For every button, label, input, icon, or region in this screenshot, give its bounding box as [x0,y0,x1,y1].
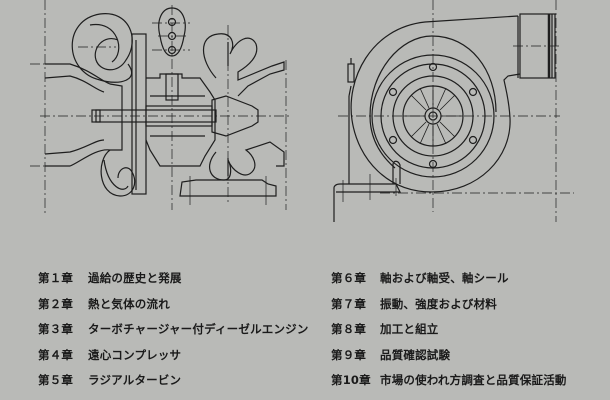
chapter-title: 加工と組立 [380,322,439,336]
chapter-title: 過給の歴史と発展 [88,271,182,285]
table-of-contents: 第１章過給の歴史と発展 第２章熱と気体の流れ 第３章ターボチャージャー付ディーゼ… [0,268,610,400]
chapter-title: 遠心コンプレッサ [88,347,182,362]
toc-item: 第７章振動、強度および材料 [331,294,567,320]
toc-item: 第２章熱と気体の流れ [38,294,309,320]
toc-item: 第10章市場の使われ方調査と品質保証活動 [331,370,567,396]
chapter-title: 振動、強度および材料 [380,296,497,311]
chapter-number: 第９章 [331,347,367,362]
turbocharger-section-drawing [30,0,292,216]
turbocharger-front-view-drawing [333,0,574,222]
chapter-number: 第10章 [331,373,371,387]
toc-item: 第３章ターボチャージャー付ディーゼルエンジン [38,319,309,345]
chapter-title: 市場の使われ方調査と品質保証活動 [380,373,567,387]
toc-item: 第８章加工と組立 [331,319,567,345]
chapter-number: 第４章 [38,347,74,362]
chapter-title: 軸および軸受、軸シール [380,271,509,285]
toc-item: 第６章軸および軸受、軸シール [331,268,567,294]
chapter-title: ラジアルタービン [88,373,182,387]
chapter-number: 第８章 [331,322,367,336]
chapter-number: 第７章 [331,296,367,311]
chapter-title: 品質確認試験 [380,347,451,362]
chapter-number: 第１章 [38,271,74,285]
chapter-number: 第３章 [38,322,74,336]
toc-item: 第５章ラジアルタービン [38,370,309,396]
chapter-number: 第６章 [331,271,367,285]
toc-item: 第９章品質確認試験 [331,345,567,371]
toc-column-left: 第１章過給の歴史と発展 第２章熱と気体の流れ 第３章ターボチャージャー付ディーゼ… [38,268,309,396]
chapter-title: ターボチャージャー付ディーゼルエンジン [88,322,309,336]
toc-item: 第１章過給の歴史と発展 [38,268,309,294]
toc-item: 第４章遠心コンプレッサ [38,345,309,371]
turbocharger-drawings [30,0,574,222]
chapter-number: 第５章 [38,373,74,387]
chapter-number: 第２章 [38,296,74,311]
chapter-title: 熱と気体の流れ [88,296,170,311]
toc-column-right: 第６章軸および軸受、軸シール 第７章振動、強度および材料 第８章加工と組立 第９… [331,268,567,396]
